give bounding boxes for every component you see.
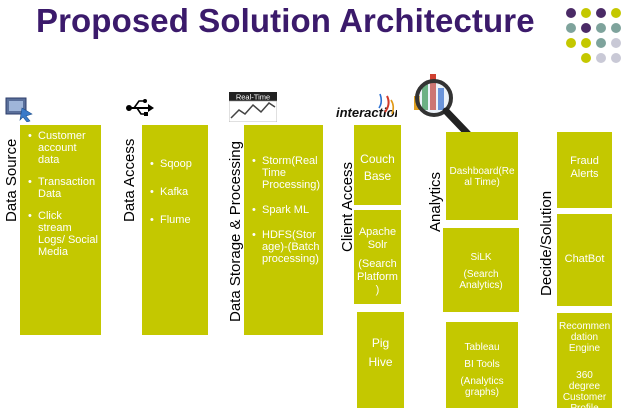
usb-icon <box>126 98 154 123</box>
data-access-box: Sqoop Kafka Flume <box>142 125 208 335</box>
box-line: (Analytics graphs) <box>460 376 504 398</box>
box-line: BI Tools <box>464 359 500 370</box>
data-source-box: Customer account data Transaction Data C… <box>20 125 101 335</box>
box-line: Recommen dation Engine <box>559 321 611 354</box>
tableau-box: Tableau BI Tools (Analytics graphs) <box>446 322 518 408</box>
data-source-label: Data Source <box>3 138 20 222</box>
database-icon <box>4 94 36 127</box>
data-storage-box: Storm(Real Time Processing) Spark ML HDF… <box>244 125 323 335</box>
decide-solution-label: Decide/Solution <box>538 190 555 296</box>
list-item: Sqoop <box>148 158 205 170</box>
box-line: Couch <box>360 152 395 166</box>
magnifier-chart-icon <box>410 70 476 145</box>
box-line: Tableau <box>464 342 500 353</box>
data-access-label: Data Access <box>121 138 138 222</box>
box-line: ChatBot <box>564 253 605 265</box>
real-time-icon: Real-Time <box>228 92 278 127</box>
list-item: Transaction Data <box>26 176 98 200</box>
box-line: (Search Platform ) <box>357 258 398 296</box>
decorative-dots <box>566 8 636 74</box>
list-item: Flume <box>148 214 205 226</box>
box-line: Base <box>363 169 392 183</box>
data-storage-label: Data Storage & Processing <box>227 141 244 322</box>
couchbase-box: Couch Base <box>354 125 401 205</box>
interaction-logo-icon: interaction <box>335 92 403 131</box>
box-line: Fraud Alerts <box>570 155 599 180</box>
fraud-alerts-box: Fraud Alerts <box>557 132 612 208</box>
list-item: Storm(Real Time Processing) <box>250 155 320 191</box>
apache-solr-box: Apache Solr (Search Platform ) <box>354 210 401 304</box>
pig-hive-box: Pig Hive <box>357 312 404 408</box>
list-item: Click stream Logs/ Social Media <box>26 210 98 258</box>
box-line: Hive <box>368 355 393 369</box>
real-time-text: Real-Time <box>236 93 270 102</box>
page-title: Proposed Solution Architecture <box>36 2 535 39</box>
recommendation-box: Recommen dation Engine 360 degree Custom… <box>557 313 612 414</box>
list-item: Spark ML <box>250 204 320 216</box>
box-line: Dashboard(Re al Time) <box>449 166 515 188</box>
analytics-label: Analytics <box>427 171 444 232</box>
dashboard-box: Dashboard(Re al Time) <box>446 132 518 220</box>
box-line: (Search Analytics) <box>459 269 503 291</box>
list-item: Kafka <box>148 186 205 198</box>
chatbot-box: ChatBot <box>557 214 612 306</box>
box-line: Apache Solr <box>358 226 397 251</box>
interaction-logo-text: interaction <box>336 105 397 120</box>
box-line: 360 degree Customer Profile <box>562 370 607 414</box>
list-item: HDFS(Stor age)-(Batch processing) <box>250 229 320 265</box>
silk-box: SiLK (Search Analytics) <box>443 228 519 312</box>
box-line: SiLK <box>470 252 492 263</box>
box-line: Pig <box>371 336 390 350</box>
list-item: Customer account data <box>26 130 98 166</box>
